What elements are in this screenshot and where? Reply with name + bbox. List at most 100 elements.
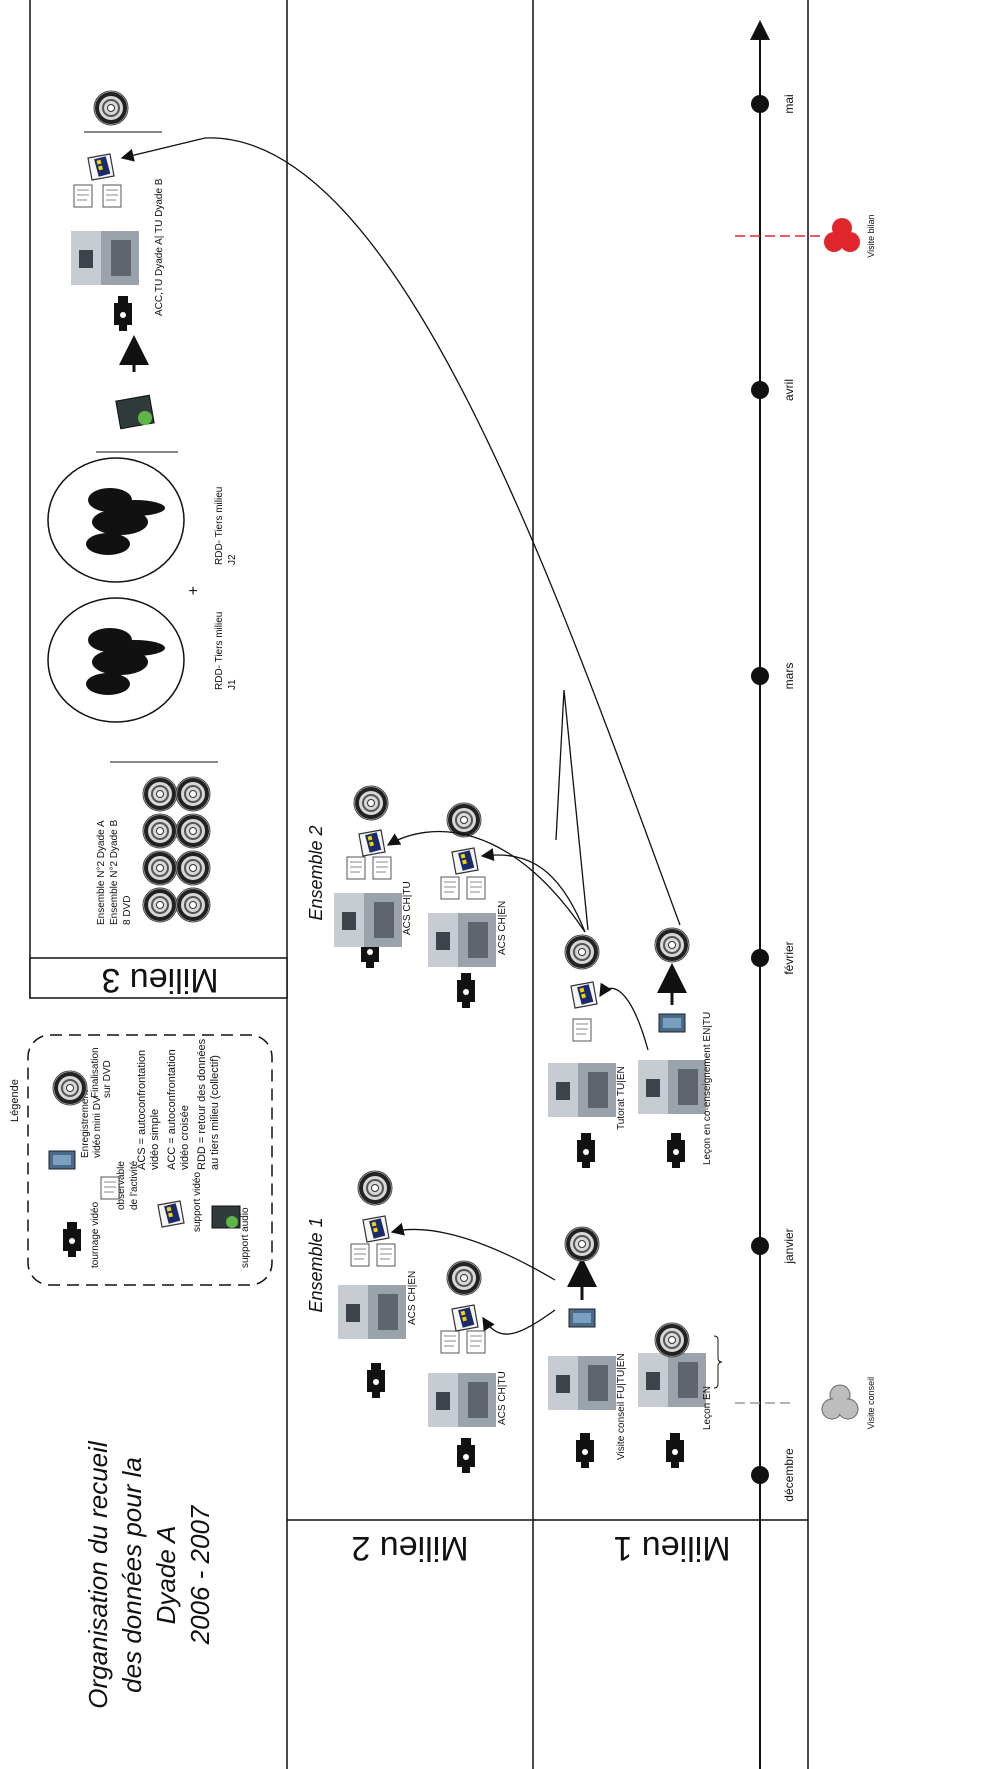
legend-title: Légende [9,1079,21,1122]
visit-bilan-label: Visite bilan [866,214,876,257]
event-tutorat: Tutorat TU|EN [548,933,627,1168]
month-label-janvier: janvier [782,1228,796,1264]
month-label-avril: avril [782,379,796,401]
photo-visite-conseil [548,1356,616,1410]
arrow-tutorat-to-acschtu2 [386,830,586,933]
zone-label-milieu3: Milieu 3 [101,961,218,999]
photo-acs-chen-1 [338,1285,406,1339]
support-video-icon [570,981,598,1009]
support-audio-icon [115,394,155,430]
legend-support-video-label: support vidéo [192,1172,203,1232]
legend-tournage-label: tournage vidéo [90,1201,101,1268]
event-visite-conseil: Visite conseil FU|TU|EN [548,1225,627,1468]
event-lecon-coens: Leçon en co-enseignement EN|TU [638,926,713,1168]
legend-def-2: vidéo simple [149,1109,161,1170]
sheet-icon [73,184,93,208]
tape-icon [568,1308,596,1328]
sheet-icon [440,876,460,900]
dvd-set-l1: Ensemble N°2 Dyade A [96,820,107,925]
camera-icon [367,1363,385,1398]
plus-sign: + [188,583,197,600]
legend-finalisation-l2: sur DVD [102,1060,113,1098]
event-acs-chen-1: ACS CH|EN [338,1169,418,1398]
dvd-icon [563,1225,601,1263]
zone-grid [29,0,809,1769]
camera-icon [667,1133,685,1168]
sheet-icon [350,1243,370,1267]
month-mai: mai [751,94,796,114]
dvd-set-l3: 8 DVD [122,896,133,925]
legend-def-4: vidéo croisée [179,1105,191,1170]
month-label-fevrier: février [782,941,796,974]
month-janvier: janvier [751,1228,796,1265]
camera-icon [457,973,475,1008]
dvd-icon [653,1321,691,1359]
rdd-j2-l2: J2 [227,554,238,565]
sheet-icon [466,1330,486,1354]
arrow-tutorat-to-acschen2 [480,848,586,933]
legend-support-video-icon [157,1200,185,1228]
month-label-decembre: décembre [782,1448,796,1502]
photo-lecon-coens [638,1060,706,1114]
month-label-mars: mars [782,663,796,690]
legend-enregistrement-l1: Enregistrement [80,1090,91,1158]
legend-observable-l1: observable [116,1161,127,1210]
event-acs-chen-2: ACS CH|EN [428,801,508,1008]
support-video-icon [451,847,479,875]
camera-icon [666,1433,684,1468]
support-video-icon [451,1304,479,1332]
legend-observable-l2: de l'activité [129,1160,140,1210]
legend-enregistrement-l2: vidéo mini DV [92,1096,103,1158]
event-acs-chtu-1: ACS CH|TU [428,1259,508,1473]
event-lecon-en: Leçon EN [638,1321,723,1468]
rdd-j2-l1: RDD- Tiers milieu [214,487,225,565]
diagram-title: Organisation du recueil des données pour… [83,1440,215,1709]
photo-tutorat [548,1063,616,1117]
dvd-icon [92,89,130,127]
timeline: décembre janvier février mars avril mai [735,20,876,1769]
dvd-icon [653,926,691,964]
camera-icon [457,1438,475,1473]
dvd-set-l2: Ensemble N°2 Dyade B [109,820,120,925]
sheet-icon [466,876,486,900]
sheet-icon [372,856,392,880]
visit-bilan-marker: Visite bilan [735,214,876,258]
ensemble-1-label: Ensemble 1 [306,1217,326,1312]
photo-acs-chtu-1 [428,1373,496,1427]
rdd-j1-l1: RDD- Tiers milieu [214,612,225,690]
acs-chen-1-label: ACS CH|EN [407,1271,418,1325]
month-fevrier: février [751,941,796,975]
zone-label-milieu2: Milieu 2 [351,1529,468,1567]
rdd-j1-l2: J1 [227,679,238,690]
visit-conseil-label: Visite conseil [866,1377,876,1429]
sheet-icon [346,856,366,880]
rdd-j1: RDD- Tiers milieu J1 [47,597,238,723]
dvd-icon [356,1169,394,1207]
acc-sequence: ACC,TU Dyade A| TU Dyade B [71,89,165,430]
photo-acs-chen-2 [428,913,496,967]
legend-def-3: ACC = autoconfrontation [166,1049,178,1170]
arrow-visite-to-acschtu1 [482,1309,556,1335]
title-line-3: Dyade A [151,1526,181,1625]
month-decembre: décembre [751,1448,796,1502]
arrow-to-acc [120,137,681,926]
legend-def-5: RDD = retour des données [196,1038,208,1170]
flow-arrows [120,137,681,1335]
title-line-4: 2006 - 2007 [185,1504,215,1645]
legend: Légende tournage vidéo observable de l'a… [9,1034,273,1286]
sheet-icon [440,1330,460,1354]
sheet-icon [376,1243,396,1267]
tutorat-label: Tutorat TU|EN [616,1066,627,1130]
legend-support-audio-icon [211,1205,241,1229]
arrow-coens-to-tutorat [599,982,649,1051]
dvd-icon [563,933,601,971]
acs-chtu-1-label: ACS CH|TU [497,1371,508,1425]
arrow-visite-to-acschen1 [390,1222,556,1281]
ensemble-2-label: Ensemble 2 [306,825,326,920]
legend-support-audio-label: support audio [240,1207,251,1268]
title-line-1: Organisation du recueil [83,1440,113,1709]
legend-def-6: au tiers milieu (collectif) [209,1055,221,1170]
zone-label-milieu1: Milieu 1 [613,1529,730,1567]
legend-dvd-icon [51,1069,89,1107]
